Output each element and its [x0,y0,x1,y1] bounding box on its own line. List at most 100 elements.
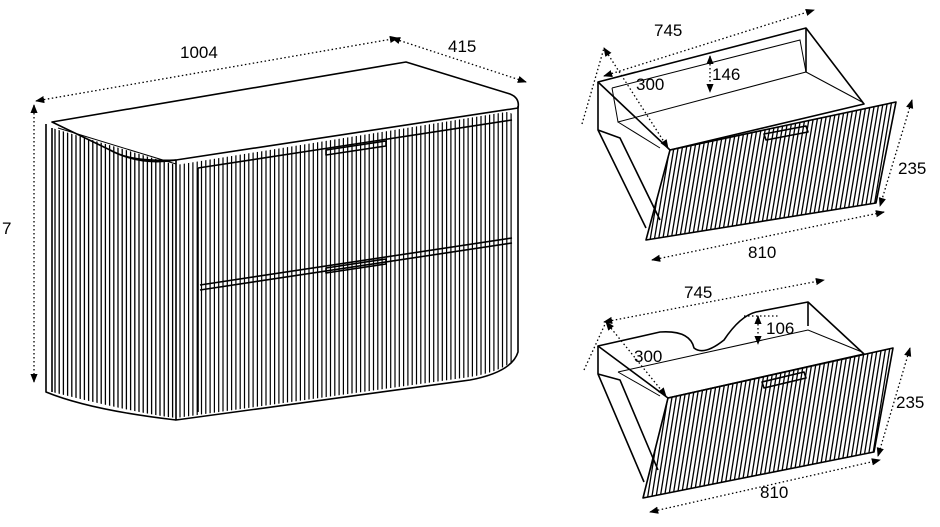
flute-line [735,102,764,240]
flute-line [859,348,888,498]
flute-line [872,348,893,498]
flute-line [649,348,678,498]
flute-line [788,348,816,498]
flute-line [691,348,720,498]
flute-line [851,348,879,498]
flute-line [866,102,894,240]
flute-line [696,348,724,498]
flute-line [853,102,881,240]
flute-line [894,342,920,505]
flute-line [725,348,753,498]
drawer-bottom-drawing: 745 300 106 235 810 [583,277,924,514]
drawer-top-front [645,101,897,241]
flute-line [767,348,795,498]
flute-line [754,348,783,498]
handle-top [325,140,387,156]
flute-line [645,348,674,498]
flute-line [744,102,772,240]
flute-line [756,102,785,240]
flute-line [672,102,701,240]
handle-bottom [325,258,387,274]
flute-line [643,348,669,498]
cabinet-drawing: 1004 415 7 [2,35,527,421]
drawer-bottom-depth-label: 300 [634,347,662,366]
flute-line [664,102,692,240]
flute-line [693,102,722,240]
flute-line [840,102,869,240]
flute-line [656,102,684,240]
flute-line [689,102,718,240]
drawer-top-depth-label: 300 [636,75,664,94]
cabinet-depth-label: 415 [448,37,476,56]
flute-line [759,348,787,498]
flute-line [748,102,776,240]
flute-line [761,102,789,240]
flute-line [679,348,707,498]
flute-line [809,348,837,498]
cabinet-width-label: 1004 [180,43,218,62]
drawer-top-front-width-label: 810 [748,243,776,262]
flute-line [828,102,856,240]
cabinet-top [51,61,520,163]
flute-line [723,102,751,240]
flute-line [742,348,770,498]
flute-line [889,348,893,498]
flute-line [880,348,893,498]
drawer-bottom-cutout-height-label: 106 [766,319,794,338]
flute-line [861,102,890,240]
drawer-bottom-handle [761,371,807,389]
cabinet-height-label: 7 [2,219,11,238]
flute-line [668,102,697,240]
flute-line [660,102,688,240]
flute-line [700,348,728,498]
drawer-bottom-front-height-label: 235 [896,393,924,412]
drawer-bottom-front-width-label: 810 [760,483,788,502]
cabinet-front [175,106,519,421]
flute-line [646,102,667,240]
flute-line [832,102,860,240]
flute-line [675,348,703,498]
flute-line [780,348,808,498]
flute-line [670,348,699,498]
drawer-top-handle [763,125,809,141]
flute-line [685,102,713,240]
flute-line [822,348,850,498]
flute-line [681,102,709,240]
flute-line [750,348,779,498]
flute-line [752,102,781,240]
flute-line [771,348,800,498]
flute-line [838,348,867,498]
flute-line [817,348,846,498]
flute-line [654,348,682,498]
flute-line [763,348,791,498]
drawer-top-inner-height-label: 146 [712,65,740,84]
front-fluting [179,112,512,418]
flute-line [826,348,854,498]
flute-line [721,348,749,498]
flute-line [845,102,873,240]
flute-line [834,348,863,498]
drawer-top-front-height-label: 235 [898,159,926,178]
flute-line [687,348,716,498]
flute-line [819,102,848,240]
drawer-bottom-width-label: 745 [684,283,712,302]
flute-line [646,102,671,240]
flute-line [746,348,774,498]
flute-line [698,102,726,240]
flute-line [847,348,875,498]
flute-line [765,102,793,240]
flute-line [843,348,871,498]
flute-line [683,348,711,498]
flute-line [775,348,804,498]
flute-line [658,348,686,498]
flute-line [677,102,705,240]
flute-line [769,102,797,240]
drawer-top-width-label: 745 [654,21,682,40]
flute-line [830,348,858,498]
flute-line [773,102,802,240]
flute-line [738,348,766,498]
flute-line [733,348,762,498]
flute-line [836,102,865,240]
flute-line [651,102,680,240]
